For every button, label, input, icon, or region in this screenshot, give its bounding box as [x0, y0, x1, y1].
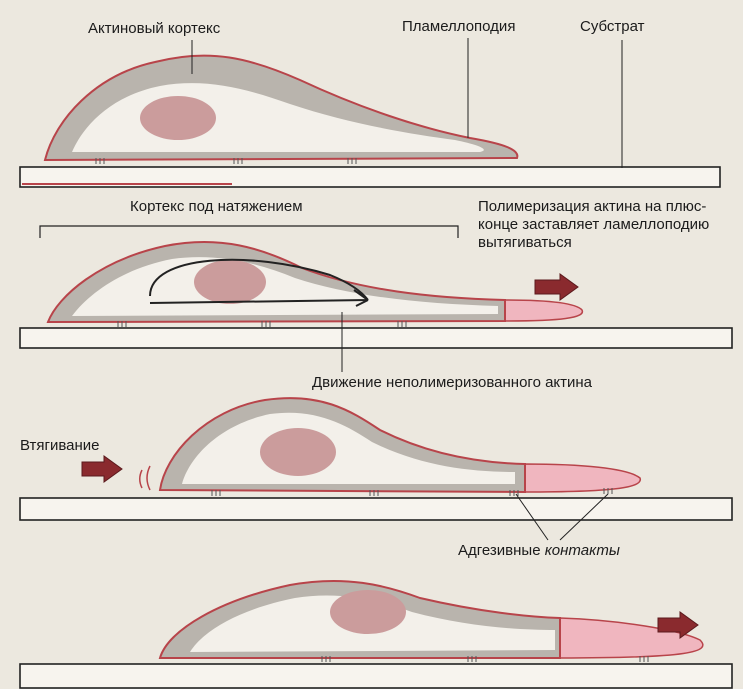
- bracket-tense-cortex: [40, 226, 458, 238]
- retraction-motion-lines: [140, 466, 150, 490]
- label-adhesive-word: Адгезивные: [458, 542, 541, 559]
- label-polymerization: Полимеризация актина на плюс-конце заста…: [478, 198, 728, 252]
- protrusion-arrow-2: [535, 274, 578, 300]
- label-substrate: Субстрат: [580, 18, 645, 36]
- nucleus-2: [194, 260, 266, 304]
- substrate-3: [20, 498, 732, 520]
- substrate-4: [20, 664, 732, 688]
- label-actin-cortex: Актиновый кортекс: [88, 20, 220, 38]
- nucleus-1: [140, 96, 216, 140]
- nucleus-3: [260, 428, 336, 476]
- label-unpolymerized-movement: Движение неполимеризованного актина: [312, 374, 592, 392]
- label-retraction: Втягивание: [20, 437, 100, 455]
- nucleus-4: [330, 590, 406, 634]
- substrate-2: [20, 328, 732, 348]
- label-tense-cortex: Кортекс под натяжением: [130, 198, 303, 216]
- lamellipodium-2-pink: [505, 300, 582, 321]
- stage-3: [20, 398, 732, 540]
- label-adhesive-contacts: Адгезивные контакты: [458, 542, 620, 560]
- retraction-arrow: [82, 456, 122, 482]
- stage-4: [20, 581, 732, 688]
- stage-1: [20, 38, 720, 187]
- label-contacts-word: контакты: [545, 542, 620, 559]
- label-lamellipodium: Пламеллоподия: [402, 18, 515, 36]
- lamellipodium-3-pink: [525, 464, 640, 492]
